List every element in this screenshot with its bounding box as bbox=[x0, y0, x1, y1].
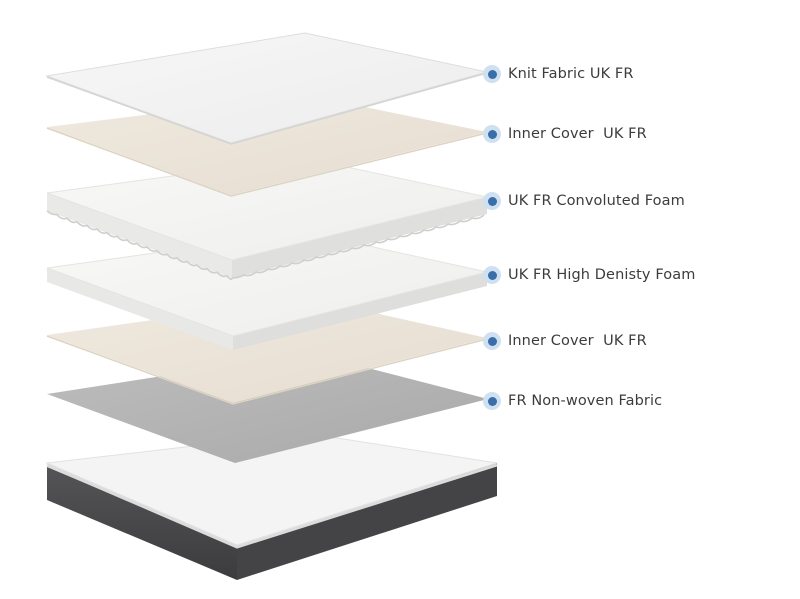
callout-dot-icon bbox=[483, 125, 501, 143]
callout-non-woven-fabric: FR Non-woven Fabric bbox=[483, 390, 662, 412]
mattress-side-right bbox=[237, 463, 497, 580]
callout-label: UK FR High Denisty Foam bbox=[508, 267, 696, 283]
callout-dot-icon bbox=[483, 266, 501, 284]
callout-convoluted-foam: UK FR Convoluted Foam bbox=[483, 190, 685, 212]
layer-inner-cover-upper bbox=[46, 95, 488, 197]
convoluted-edge-right bbox=[231, 214, 485, 279]
callout-label: UK FR Convoluted Foam bbox=[508, 193, 685, 209]
callout-label: Knit Fabric UK FR bbox=[508, 66, 634, 82]
callout-dot-icon bbox=[483, 65, 501, 83]
callout-label: Inner Cover UK FR bbox=[508, 333, 647, 349]
callout-inner-cover-lower: Inner Cover UK FR bbox=[483, 330, 647, 352]
layer-convoluted-foam bbox=[46, 157, 488, 281]
complete-mattress bbox=[45, 432, 498, 580]
callout-dot-icon bbox=[483, 332, 501, 350]
callout-dot-icon bbox=[483, 192, 501, 210]
layer-inner-cover-lower bbox=[46, 298, 488, 405]
callout-high-density-foam: UK FR High Denisty Foam bbox=[483, 264, 695, 286]
callout-label: FR Non-woven Fabric bbox=[508, 393, 663, 409]
callout-knit-fabric: Knit Fabric UK FR bbox=[483, 63, 634, 85]
mattress-side-front bbox=[47, 467, 237, 580]
convoluted-edge-front bbox=[46, 210, 233, 281]
callout-inner-cover-upper: Inner Cover UK FR bbox=[483, 123, 647, 145]
layer-knit-fabric bbox=[45, 32, 488, 145]
mattress-top-edge bbox=[46, 463, 498, 549]
layer-non-woven-fabric bbox=[47, 353, 488, 463]
callout-dot-icon bbox=[483, 392, 501, 410]
callout-label: Inner Cover UK FR bbox=[508, 126, 647, 142]
